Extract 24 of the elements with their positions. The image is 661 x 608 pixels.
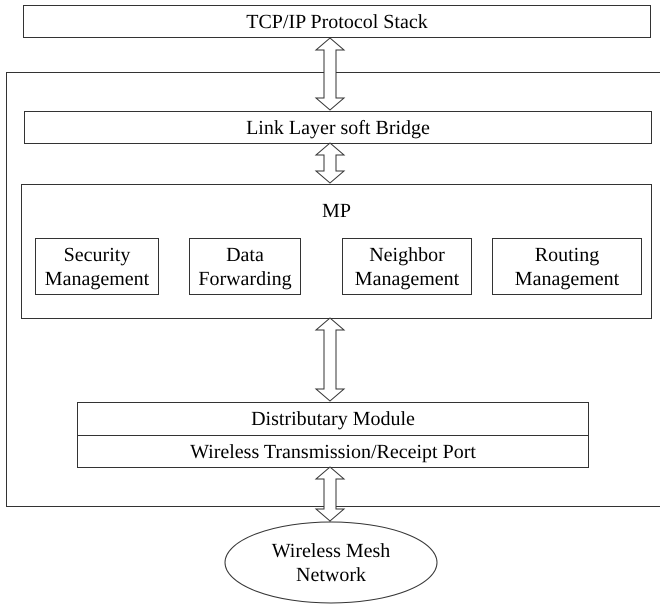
module-box xyxy=(342,238,472,295)
double-arrow xyxy=(314,466,346,522)
layer-box xyxy=(23,5,651,38)
double-arrow xyxy=(314,142,346,184)
layer-box xyxy=(77,435,589,468)
box-label: Link Layer soft Bridge xyxy=(245,116,431,140)
double-arrow xyxy=(314,37,346,111)
box-label: Wireless Transmission/Receipt Port xyxy=(189,440,477,464)
box-label: Security Management xyxy=(44,242,150,290)
box-label: Wireless Mesh Network xyxy=(270,538,392,586)
box-label: TCP/IP Protocol Stack xyxy=(245,10,429,34)
layer-box xyxy=(77,402,589,436)
module-box xyxy=(35,238,159,295)
container-box xyxy=(6,72,660,507)
box-label: Data Forwarding xyxy=(197,242,293,290)
module-group-box xyxy=(21,184,652,319)
module-box xyxy=(189,238,301,295)
box-label: Routing Management xyxy=(514,242,620,290)
box-label: Neighbor Management xyxy=(354,242,460,290)
module-box xyxy=(492,238,642,295)
box-label: MP xyxy=(321,199,352,223)
box-label: Distributary Module xyxy=(250,407,416,431)
double-arrow xyxy=(314,317,346,402)
layer-box xyxy=(24,111,652,144)
